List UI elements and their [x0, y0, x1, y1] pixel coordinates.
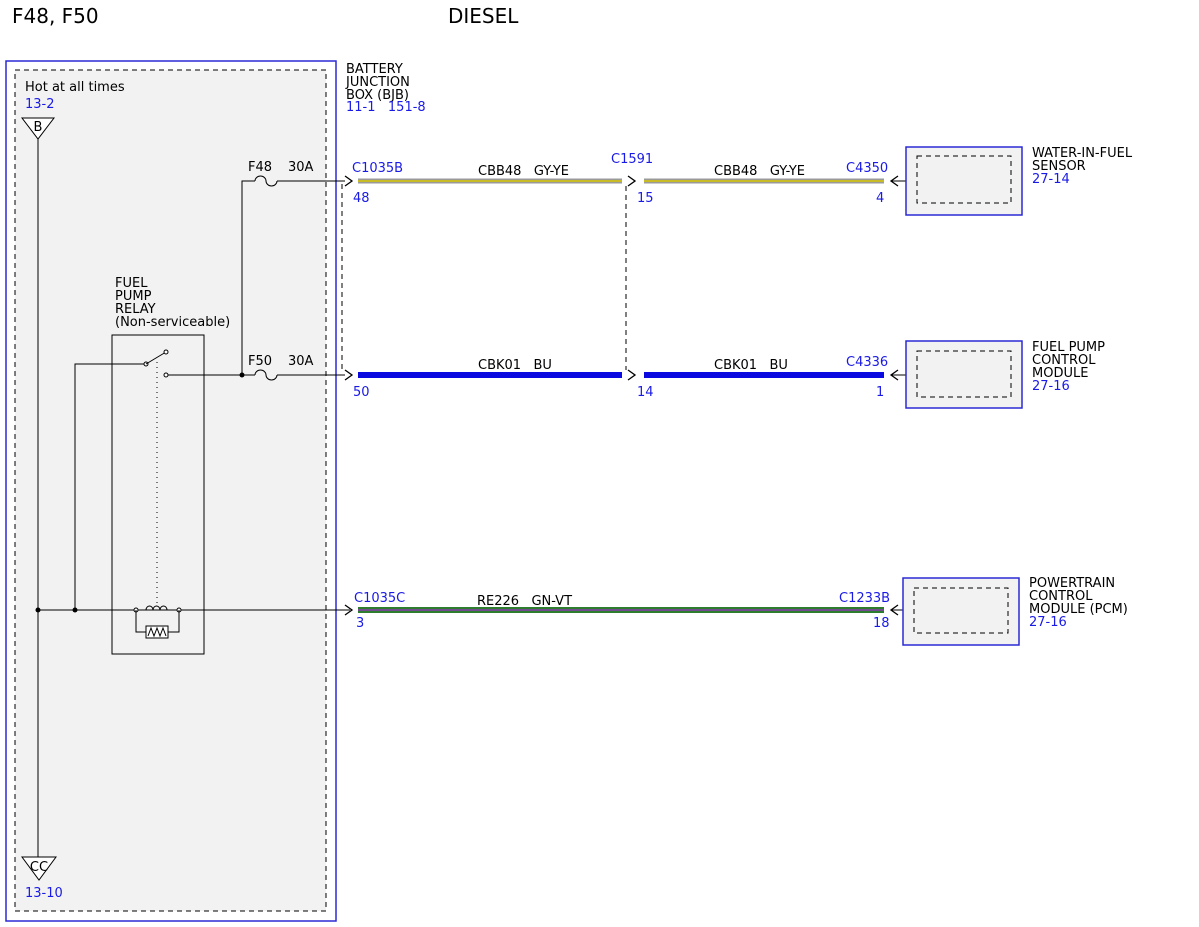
relay-label-3: RELAY: [115, 302, 156, 317]
bottom-ground-ref[interactable]: 13-10: [25, 886, 63, 901]
bottom-ground-icon: [21, 856, 57, 881]
c1591-pin14: 14: [637, 385, 654, 400]
c1035b-pin48: 48: [353, 191, 370, 206]
bjb-label-1: BATTERY: [346, 62, 403, 77]
hot-ref[interactable]: 13-2: [25, 97, 55, 112]
hot-label: Hot at all times: [25, 80, 125, 95]
relay-switch-arm-icon: [145, 351, 167, 365]
fpcm-label-3: MODULE: [1032, 366, 1088, 381]
bjb-label-2: JUNCTION: [345, 75, 410, 90]
c1591-pin14-arrow-icon: [627, 369, 637, 381]
wire-cbb48-right-label: CBB48 GY-YE: [714, 164, 805, 179]
relay-label-2: PUMP: [115, 289, 152, 304]
fpcm-label-1: FUEL PUMP: [1032, 340, 1105, 355]
f48-name: F48: [248, 160, 272, 175]
bjb-refs[interactable]: 11-1 151-8: [346, 100, 426, 115]
fuel-pump-control-module-inner: [916, 350, 1012, 398]
c4350-pin: 4: [876, 191, 884, 206]
wif-label-1: WATER-IN-FUEL: [1032, 146, 1133, 161]
c1035b-pin50: 50: [353, 385, 370, 400]
relay-switch-contact-output: [163, 372, 169, 378]
wire-cbk01-right-label: CBK01 BU: [714, 358, 788, 373]
c1591-label[interactable]: C1591: [611, 152, 653, 167]
f50-rating: 30A: [288, 354, 314, 369]
bjb-inner-panel: [14, 69, 327, 912]
variant-title: DIESEL: [448, 4, 519, 28]
fuel-pump-relay-box: [111, 334, 205, 655]
relay-switch-feed-line: [74, 363, 146, 610]
c4350-label[interactable]: C4350: [846, 161, 888, 176]
wire-cbk01-left-label: CBK01 BU: [478, 358, 552, 373]
c1035c-pin3-arrow-icon: [344, 604, 354, 616]
wire-re226-label: RE226 GN-VT: [477, 594, 572, 609]
pcm-ref[interactable]: 27-16: [1029, 615, 1067, 630]
f50-fuse-icon: [254, 369, 278, 381]
c1591-pin15-arrow-icon: [627, 175, 637, 187]
top-ground-label: B: [34, 120, 43, 135]
bottom-ground-label: CC: [30, 860, 48, 875]
f48-feed-line: [241, 180, 255, 375]
f48-fuse-icon: [254, 175, 278, 187]
top-ground-icon: [20, 117, 56, 140]
fpcm-ref[interactable]: 27-16: [1032, 379, 1070, 394]
relay-label-1: FUEL: [115, 276, 148, 291]
wif-ref[interactable]: 27-14: [1032, 172, 1070, 187]
bjb-label-3: BOX (BJB): [346, 88, 409, 103]
c4336-pin: 1: [876, 385, 884, 400]
relay-coil-icon: [145, 605, 168, 611]
c1591-pin15: 15: [637, 191, 654, 206]
c1035c-label[interactable]: C1035C: [354, 591, 405, 606]
relay-label-4: (Non-serviceable): [115, 315, 230, 330]
water-in-fuel-sensor-inner: [916, 155, 1012, 204]
relay-switch-contact-open: [163, 349, 169, 355]
resistor-zigzag-icon: [147, 626, 167, 638]
c1233b-pin: 18: [873, 616, 890, 631]
c4336-label[interactable]: C4336: [846, 355, 888, 370]
c1035b-pin50-arrow-icon: [344, 369, 354, 381]
pcm-inner: [913, 587, 1009, 634]
f48-rating: 30A: [288, 160, 314, 175]
wif-label-2: SENSOR: [1032, 159, 1086, 174]
pcm-label-3: MODULE (PCM): [1029, 602, 1128, 617]
c1035b-pin48-arrow-icon: [344, 175, 354, 187]
fpcm-label-2: CONTROL: [1032, 353, 1096, 368]
c1035c-pin: 3: [356, 616, 364, 631]
pcm-label-1: POWERTRAIN: [1029, 576, 1115, 591]
bus-junction-dot: [35, 607, 41, 613]
f50-name: F50: [248, 354, 272, 369]
c1233b-label[interactable]: C1233B: [839, 591, 890, 606]
pcm-label-2: CONTROL: [1029, 589, 1093, 604]
model-title: F48, F50: [12, 4, 99, 28]
wire-cbb48-left-label: CBB48 GY-YE: [478, 164, 569, 179]
c1035b-label[interactable]: C1035B: [352, 161, 403, 176]
